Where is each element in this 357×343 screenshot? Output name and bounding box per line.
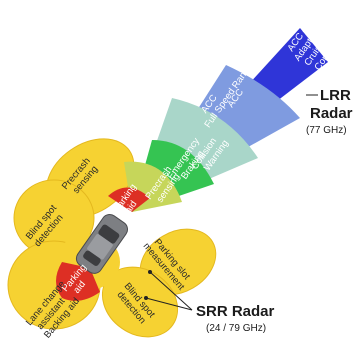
- srr-callout: SRR Radar (24 / 79 GHz): [144, 270, 275, 334]
- car-rear-window: [83, 250, 101, 266]
- srr-dot-2: [144, 296, 148, 300]
- srr-leader-1: [149, 271, 193, 311]
- front-beams: [108, 28, 328, 212]
- lrr-callout: LRR Radar (77 GHz): [306, 87, 353, 136]
- car: [75, 213, 128, 274]
- srr-freq: (24 / 79 GHz): [206, 323, 266, 334]
- srr-leader-2: [145, 297, 193, 311]
- srr-name: SRR Radar: [196, 303, 275, 320]
- label-acc-adaptive: ACC – Adaptive Cruise Control: [283, 18, 342, 76]
- srr-lobes: [7, 138, 217, 338]
- beam-parking-front: [108, 187, 150, 212]
- car-roof: [87, 234, 113, 260]
- lrr-name: LRR: [320, 87, 351, 104]
- car-windshield: [98, 224, 120, 244]
- lrr-freq: (77 GHz): [306, 125, 347, 136]
- lrr-type: Radar: [310, 105, 353, 122]
- srr-dot-1: [148, 270, 152, 274]
